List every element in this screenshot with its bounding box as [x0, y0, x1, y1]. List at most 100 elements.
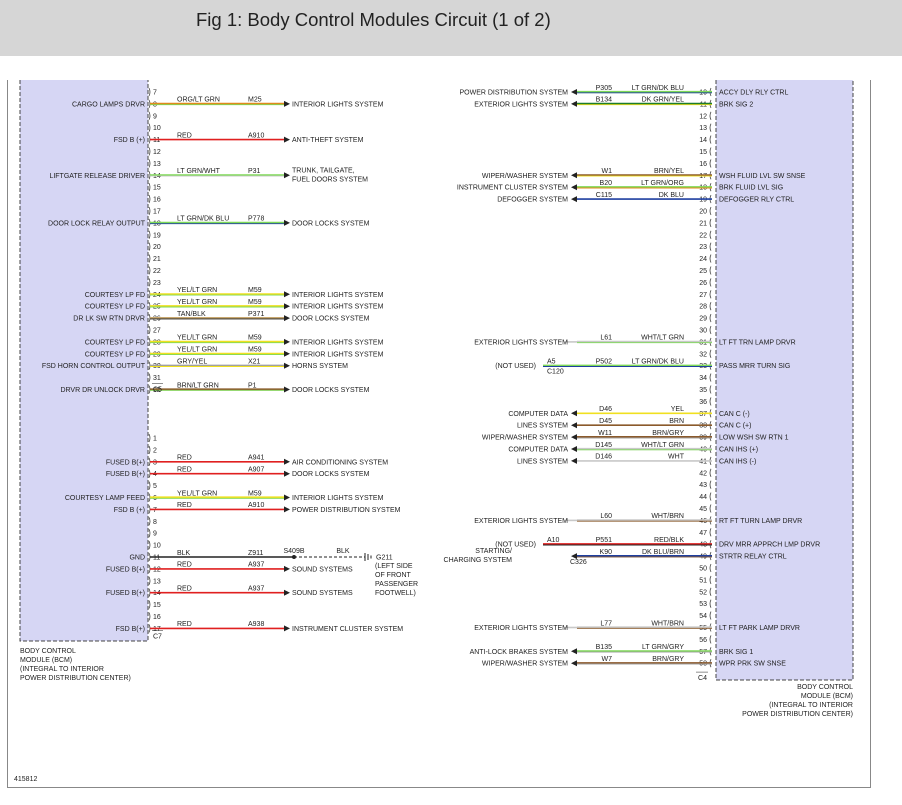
pin-function-label: COURTESY LP FD: [85, 339, 145, 346]
pin-bracket: [709, 278, 712, 287]
pin-number: 27: [153, 328, 161, 335]
wire-color-label: LT GRN/DK BLU: [632, 85, 684, 92]
pin-number: 37: [699, 411, 707, 418]
pin-number: 41: [699, 458, 707, 465]
destination-system-label: EXTERIOR LIGHTS SYSTEM: [474, 518, 568, 525]
circuit-number-label: M59: [248, 299, 262, 306]
circuit-number-label: A907: [248, 467, 264, 474]
pin-number: 47: [699, 530, 707, 537]
pin-function-label: DEFOGGER RLY CTRL: [719, 197, 794, 204]
ground-icon: [364, 553, 372, 561]
pin-function-label: WSH FLUID LVL SW SNSE: [719, 173, 806, 180]
pin-bracket: [148, 159, 151, 168]
pin-bracket: [709, 290, 712, 299]
pin-bracket: [148, 218, 151, 228]
pin-bracket: [709, 206, 712, 216]
diagram-frame: [7, 80, 871, 788]
pin-number: 2: [153, 447, 157, 454]
pin-function-label: COURTESY LP FD: [85, 351, 145, 358]
pin-number: 56: [699, 637, 707, 644]
destination-arrow: [571, 172, 577, 179]
pin-function-label: LIFTGATE RELEASE DRIVER: [49, 173, 145, 180]
ground-location-label: PASSENGER: [375, 581, 418, 588]
pin-number: 14: [699, 137, 707, 144]
pin-bracket: [148, 266, 151, 275]
destination-arrow: [284, 350, 290, 357]
destination-system-label: INTERIOR LIGHTS SYSTEM: [292, 351, 384, 358]
wire-color-label: BLK: [177, 550, 191, 557]
pin-bracket: [709, 563, 712, 573]
pin-function-label: WPR PRK SW SNSE: [719, 661, 786, 668]
destination-arrow: [284, 291, 290, 298]
pin-bracket: [148, 588, 151, 597]
destination-system-label: INTERIOR LIGHTS SYSTEM: [292, 495, 384, 502]
pin-number: 23: [699, 244, 707, 251]
left-module-border: [19, 80, 149, 642]
left-module-body: [20, 80, 148, 641]
pin-bracket: [709, 397, 712, 406]
pin-number: 9: [153, 531, 157, 538]
pin-bracket: [148, 123, 151, 132]
circuit-number-label: P502: [596, 359, 612, 366]
pin-number: 1: [153, 436, 157, 443]
pin-function-label: CAN IHS (-): [719, 458, 756, 465]
connector-label: C326: [570, 559, 587, 566]
pin-bracket: [148, 325, 151, 335]
right-module-label: (INTEGRAL TO INTERIOR: [769, 702, 853, 709]
destination-system-label: DOOR LOCKS SYSTEM: [292, 471, 370, 478]
pin-number: 9: [153, 113, 157, 120]
circuit-number-label: M59: [248, 490, 262, 497]
circuit-number-label: D146: [595, 454, 612, 461]
pin-number: 22: [153, 268, 161, 275]
pin-bracket: [148, 529, 151, 538]
destination-arrow: [571, 410, 577, 417]
pin-number: 43: [699, 482, 707, 489]
circuit-number-label: K90: [600, 549, 613, 556]
ground-label: G211: [376, 555, 393, 562]
pin-function-label: FUSED B(+): [106, 590, 145, 597]
circuit-number-label: A937: [248, 586, 264, 593]
pin-function-label: BRK FLUID LVL SIG: [719, 185, 783, 192]
circuit-number-label: P778: [248, 216, 264, 223]
ground-location-label: OF FRONT: [375, 572, 411, 579]
pin-number: 38: [699, 423, 707, 430]
pin-number: 44: [699, 494, 707, 501]
wire-color-label: YEL/LT GRN: [177, 287, 217, 294]
right-module-label: POWER DISTRIBUTION CENTER): [742, 711, 853, 718]
destination-system-label: INTERIOR LIGHTS SYSTEM: [292, 101, 384, 108]
pin-number: 52: [699, 589, 707, 596]
destination-system-label: SOUND SYSTEMS: [292, 590, 353, 597]
pin-bracket: [148, 361, 151, 370]
wire-color-label: BRN: [669, 418, 684, 425]
destination-system-label: EXTERIOR LIGHTS SYSTEM: [474, 339, 568, 346]
pin-number: 12: [699, 113, 707, 120]
pin-bracket: [148, 481, 151, 490]
wire-color-label: BRN/GRY: [652, 656, 684, 663]
left-module-label: POWER DISTRIBUTION CENTER): [20, 675, 131, 682]
right-module-border: [715, 80, 854, 681]
circuit-number-label: P371: [248, 311, 264, 318]
destination-system-label: STARTING/: [475, 548, 512, 555]
pin-bracket: [148, 576, 151, 585]
pin-bracket: [148, 302, 151, 311]
pin-number: 19: [699, 197, 707, 204]
pin-bracket: [709, 587, 712, 596]
destination-arrow: [571, 434, 577, 441]
destination-arrow: [571, 422, 577, 429]
pin-bracket: [709, 635, 712, 644]
pin-bracket: [709, 528, 712, 537]
pin-bracket: [148, 445, 151, 455]
destination-arrow: [571, 660, 577, 667]
wire-color-label: TAN/BLK: [177, 311, 206, 318]
pin-function-label: DOOR LOCK RELAY OUTPUT: [48, 220, 146, 227]
pin-bracket: [148, 313, 151, 323]
destination-system-label: INTERIOR LIGHTS SYSTEM: [292, 339, 384, 346]
pin-number: 16: [153, 614, 161, 621]
circuit-number-label: P31: [248, 168, 261, 175]
pin-number: 29: [699, 316, 707, 323]
destination-system-label: POWER DISTRIBUTION SYSTEM: [292, 507, 401, 514]
pin-function-label: DRVR DR UNLOCK DRVR: [60, 387, 145, 394]
pin-function-label: DRV MRR APPRCH LMP DRVR: [719, 542, 820, 549]
left-module-label: MODULE (BCM): [20, 657, 72, 664]
